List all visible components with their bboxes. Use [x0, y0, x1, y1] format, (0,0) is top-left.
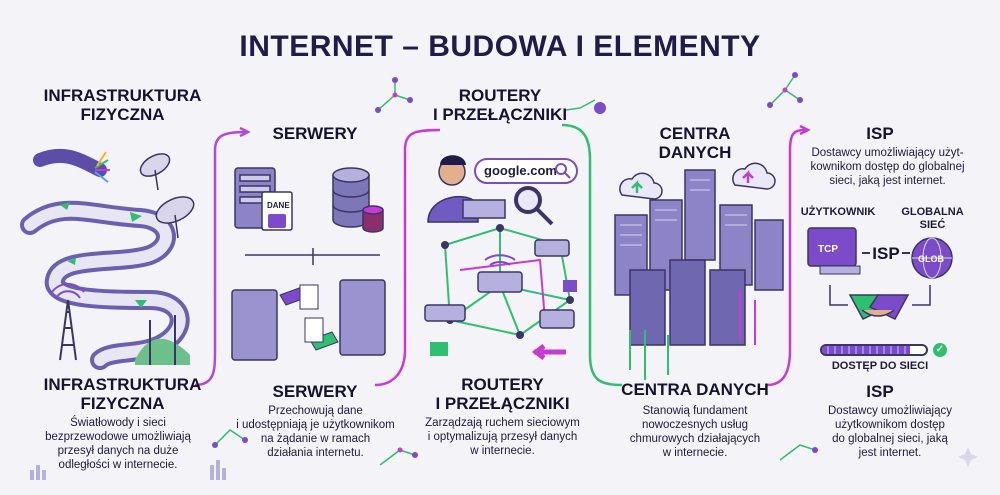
document-icon: [261, 191, 293, 231]
satellite-dish-icon: [139, 153, 195, 239]
magnifier-icon: [514, 186, 554, 226]
routers-description: Zarządzają ruchem sieciowym i optymalizu…: [415, 416, 590, 458]
infra-desc-line: bezprzewodowe umożliwiają: [45, 431, 191, 443]
infra-description: Światłowody i sieci bezprzewodowe umożli…: [18, 416, 218, 472]
user-label: UŻYTKOWNIK: [800, 206, 876, 218]
datacenters-desc-line: w internecie.: [662, 447, 728, 459]
servers-desc-line: i udostępniają je użytkownikom: [236, 419, 395, 431]
handshake-icon: [279, 284, 339, 351]
isp-bottom-description: Dostawcy umożliwiający użytkownikom dost…: [805, 404, 975, 460]
isp-top-desc-line: kownikom dostęp do globalnej: [810, 161, 965, 173]
flow-arrow-2: [374, 128, 441, 387]
routers-top-title-line1: ROUTERY: [458, 86, 542, 105]
routers-desc-line: w internecie.: [470, 445, 535, 457]
dane-label: DANE: [267, 201, 290, 210]
radio-tower-icon: [51, 283, 85, 361]
flow-arrow-3: [561, 123, 623, 387]
infra-top-title: INFRASTRUKTURA FIZYCZNA: [30, 86, 215, 124]
isp-top-description: Dostawcy umożliwiający użyt- kownikom do…: [800, 146, 975, 188]
datacenters-desc-line: nowoczesnych usług: [641, 419, 749, 431]
fiber-cable-icon: [33, 148, 110, 183]
isp-middle-label: ISP: [872, 244, 900, 263]
datacenters-desc-line: Stanowią fundament: [642, 405, 748, 417]
user-at-laptop-icon: [427, 155, 506, 223]
global-network-label: GLOBALNA SIEĆ: [895, 206, 970, 232]
infra-desc-line: Światłowody i sieci: [70, 417, 166, 429]
handshake-icon: [848, 294, 910, 320]
tcp-label: TCP: [818, 244, 838, 255]
glob-label: GLOB: [918, 254, 944, 264]
infra-bottom-title-line1: INFRASTRUKTURA: [43, 375, 202, 394]
datacenter-icon: [614, 169, 784, 346]
isp-top-desc-line: sieci, jaką jest internet.: [829, 175, 946, 187]
datacenters-bottom-title: CENTRA DANYCH: [621, 380, 769, 399]
globe-icon: [911, 237, 953, 279]
switch-icon: [430, 342, 448, 356]
sparkle-icon: [958, 447, 978, 467]
access-progress-bar: [820, 344, 928, 356]
servers-description: Przechowują dane i udostępniają je użytk…: [228, 404, 403, 460]
search-box[interactable]: google.com: [474, 158, 578, 184]
infra-bottom-title: INFRASTRUKTURA FIZYCZNA: [30, 375, 215, 413]
servers-top-title: SERWERY: [272, 124, 358, 143]
flow-arrow-1: [194, 130, 246, 387]
servers-bottom-title: SERWERY: [272, 382, 358, 401]
isp-top-title: ISP: [866, 124, 894, 143]
search-icon: [555, 163, 571, 179]
servers-desc-line: na żądanie w ramach: [260, 433, 371, 445]
router-icon: [424, 239, 575, 329]
global-label-line2: SIEĆ: [919, 219, 946, 231]
routers-top-title: ROUTERY I PRZEŁĄCZNIKI: [420, 86, 580, 124]
isp-top-desc-line: Dostawcy umożliwiający użyt-: [811, 147, 964, 159]
routers-bottom-title-line1: ROUTERY: [461, 375, 544, 394]
routers-desc-line: i optymalizują przesył danych: [427, 431, 578, 443]
infra-top-title-line2: FIZYCZNA: [80, 105, 165, 124]
infra-desc-line: przesył danych na duże: [57, 445, 179, 457]
isp-bottom-desc-line: użytkownikom dostęp: [835, 419, 945, 431]
monitor-icon: [807, 227, 861, 275]
datacenters-desc-line: chmurowych działających: [629, 433, 761, 445]
infra-bottom-title-line2: FIZYCZNA: [80, 394, 165, 413]
isp-bottom-desc-line: do globalnej sieci, jaką: [832, 433, 948, 445]
database-icon: [332, 167, 384, 233]
isp-bottom-desc-line: Dostawcy umożliwiający: [828, 405, 952, 417]
access-progress-fill: [822, 346, 911, 354]
datacenters-top-title-line2: DANYCH: [658, 143, 732, 162]
search-text: google.com: [484, 163, 557, 178]
routers-bottom-title: ROUTERY I PRZEŁĄCZNIKI: [420, 375, 585, 413]
datacenters-top-title: CENTRA DANYCH: [640, 124, 750, 162]
servers-desc-line: działania internetu.: [267, 447, 364, 459]
check-icon: ✓: [933, 343, 947, 357]
routers-desc-line: Zarządzają ruchem sieciowym: [425, 417, 580, 429]
page-title: INTERNET – BUDOWA I ELEMENTY: [239, 30, 761, 63]
routers-top-title-line2: I PRZEŁĄCZNIKI: [432, 105, 568, 124]
flow-arrow-4: [766, 128, 806, 387]
datacenters-description: Stanowią fundament nowoczesnych usług ch…: [620, 404, 770, 460]
servers-desc-line: Przechowują dane: [268, 405, 363, 417]
infra-top-title-line1: INFRASTRUKTURA: [43, 86, 202, 105]
isp-bottom-desc-line: jest internet.: [858, 447, 922, 459]
infra-desc-line: odległości w internecie.: [58, 459, 178, 471]
global-label-line1: GLOBALNA: [901, 206, 964, 218]
isp-bottom-title: ISP: [866, 382, 894, 401]
access-label: DOSTĘP DO SIECI: [831, 360, 929, 372]
routers-bottom-title-line2: I PRZEŁĄCZNIKI: [435, 394, 570, 413]
datacenters-top-title-line1: CENTRA: [659, 124, 731, 143]
